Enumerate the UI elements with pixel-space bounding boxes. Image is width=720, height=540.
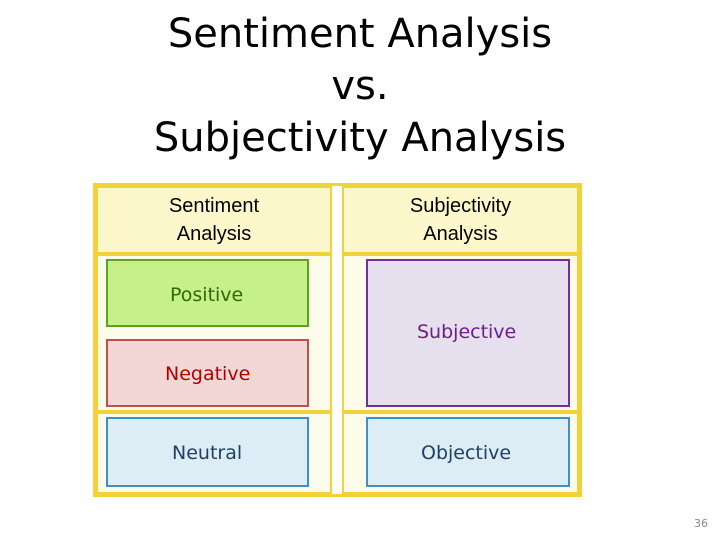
- negative-label: Negative: [165, 363, 251, 385]
- sentiment-header-line-1: Sentiment: [168, 195, 260, 217]
- positive-label: Positive: [170, 284, 244, 306]
- neutral-label: Neutral: [172, 442, 243, 464]
- subjectivity-header-line-2: Analysis: [423, 223, 498, 245]
- subjective-box: [366, 259, 570, 407]
- comparison-table: [93, 183, 582, 497]
- negative-box: [106, 339, 309, 407]
- sentiment-header-line-2: Analysis: [176, 223, 252, 245]
- title-line-1: Sentiment Analysis: [167, 11, 553, 57]
- positive-box: [106, 259, 309, 327]
- page-number: 36: [694, 517, 708, 530]
- subjectivity-header-line-1: Subjectivity: [409, 195, 512, 217]
- objective-label: Objective: [421, 442, 512, 464]
- slide-title: Sentiment Analysis vs. Subjectivity Anal…: [0, 8, 720, 164]
- sentiment-column-header: Sentiment Analysis: [96, 186, 332, 254]
- objective-box: [366, 417, 570, 487]
- title-line-2: vs.: [331, 63, 389, 109]
- title-line-3: Subjectivity Analysis: [153, 115, 567, 161]
- neutral-box: [106, 417, 309, 487]
- subjectivity-column-header: Subjectivity Analysis: [342, 186, 579, 254]
- subjective-label: Subjective: [417, 321, 517, 343]
